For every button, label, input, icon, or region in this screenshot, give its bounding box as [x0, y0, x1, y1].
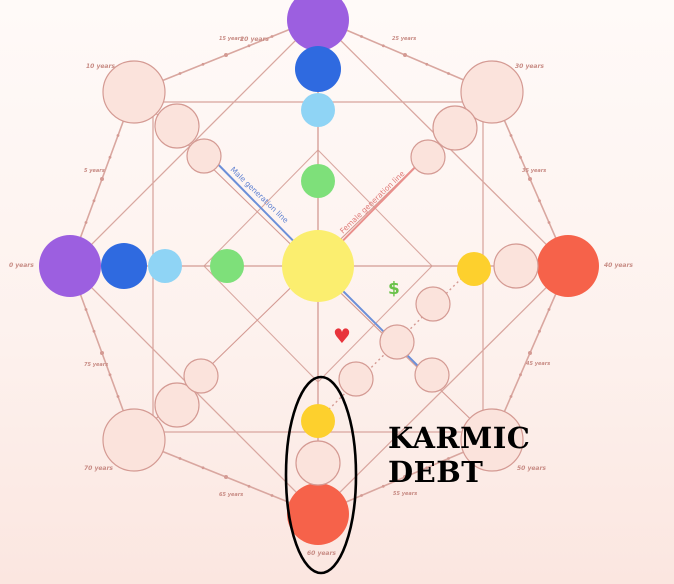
- money-symbol: $: [388, 279, 400, 299]
- node-corner-bl: [102, 408, 166, 472]
- age-tick: [447, 72, 450, 75]
- node-money-3: [338, 361, 374, 397]
- node-tl-inner: [186, 138, 222, 174]
- minor-age-left-lower: 75 years: [84, 362, 108, 368]
- node-bl-inner: [183, 358, 219, 394]
- female-generation-label: Female generation line: [338, 169, 407, 236]
- node-left-lightblue: [148, 249, 182, 283]
- node-bottom-coral: [287, 483, 349, 545]
- age-label-top: 20 years: [240, 36, 269, 43]
- age-tick: [178, 457, 182, 460]
- node-bl-mid: [154, 382, 200, 428]
- node-tl-mid: [154, 103, 200, 149]
- age-tick: [538, 199, 541, 203]
- age-label-top-left: 10 years: [86, 63, 115, 70]
- age-tick: [425, 466, 429, 470]
- age-label-top-right: 30 years: [515, 63, 544, 70]
- age-tick: [116, 134, 120, 137]
- age-tick: [509, 134, 513, 137]
- node-top-green: [301, 164, 335, 198]
- node-tr-inner: [410, 139, 446, 175]
- node-money-2: [379, 324, 415, 360]
- age-tick: [178, 72, 182, 75]
- age-tick: [360, 494, 363, 497]
- node-br-mid: [414, 357, 450, 393]
- node-top-lightblue: [301, 93, 335, 127]
- node-right-pale: [493, 243, 539, 289]
- minor-age-right-lower: 45 years: [526, 361, 550, 367]
- age-tick: [528, 351, 532, 355]
- minor-age-top-left: 15 years: [219, 36, 243, 42]
- age-label-left: 0 years: [9, 262, 34, 269]
- node-corner-tl: [102, 60, 166, 124]
- age-tick: [247, 484, 251, 488]
- age-tick: [201, 466, 205, 470]
- age-tick: [360, 35, 363, 38]
- age-tick: [100, 177, 104, 181]
- node-corner-tr: [460, 60, 524, 124]
- age-tick: [92, 329, 96, 333]
- age-tick: [547, 221, 551, 224]
- age-tick: [403, 53, 407, 57]
- age-tick: [116, 395, 120, 398]
- age-tick: [84, 221, 88, 224]
- age-tick: [100, 351, 104, 355]
- age-tick: [270, 494, 274, 497]
- age-tick: [108, 155, 112, 159]
- age-tick: [201, 62, 205, 66]
- node-top-purple: [287, 0, 349, 51]
- age-tick: [528, 177, 532, 181]
- node-center-yellow: [282, 230, 354, 302]
- age-tick: [247, 44, 251, 48]
- age-tick: [447, 457, 450, 460]
- age-tick: [224, 53, 228, 57]
- node-bottom-pale: [295, 440, 341, 486]
- age-tick: [270, 35, 274, 38]
- age-label-bottom-left: 70 years: [84, 465, 113, 472]
- node-left-purple: [39, 235, 101, 297]
- node-money-1: [415, 286, 451, 322]
- node-right-gold: [457, 252, 491, 286]
- age-tick: [108, 373, 112, 377]
- minor-age-right-upper: 35 years: [522, 168, 546, 174]
- age-tick: [425, 62, 429, 66]
- age-tick: [92, 199, 96, 203]
- node-bottom-gold: [301, 404, 335, 438]
- node-right-coral: [537, 235, 599, 297]
- node-tr-mid: [432, 105, 478, 151]
- age-tick: [538, 329, 541, 333]
- age-label-bottom: 60 years: [307, 550, 336, 557]
- male-generation-label: Male generation line: [229, 165, 291, 225]
- age-tick: [519, 155, 522, 159]
- age-tick: [381, 484, 385, 488]
- minor-age-bottom-left: 65 years: [219, 492, 243, 498]
- karmic-debt-oval: [284, 375, 358, 575]
- node-top-blue: [295, 46, 341, 92]
- karmic-label: KARMIC: [388, 421, 531, 455]
- age-tick: [509, 395, 513, 398]
- age-tick: [84, 308, 88, 311]
- energy-nodes: [39, 0, 599, 545]
- debt-label: DEBT: [388, 455, 484, 489]
- age-tick: [403, 475, 407, 479]
- minor-age-bottom-right: 55 years: [393, 491, 417, 497]
- node-left-green: [210, 249, 244, 283]
- heart-icon: ♥: [333, 324, 351, 348]
- age-tick: [519, 373, 522, 377]
- age-tick: [224, 475, 228, 479]
- minor-age-top-right: 25 years: [392, 36, 416, 42]
- age-tick: [381, 44, 385, 48]
- age-label-right: 40 years: [604, 262, 633, 269]
- node-left-blue: [101, 243, 147, 289]
- age-tick: [547, 308, 551, 311]
- age-label-bottom-right: 50 years: [517, 465, 546, 472]
- karmic-debt-callout: KARMIC DEBT: [388, 421, 530, 489]
- node-corner-br: [460, 408, 524, 472]
- minor-age-left-upper: 5 years: [84, 168, 105, 174]
